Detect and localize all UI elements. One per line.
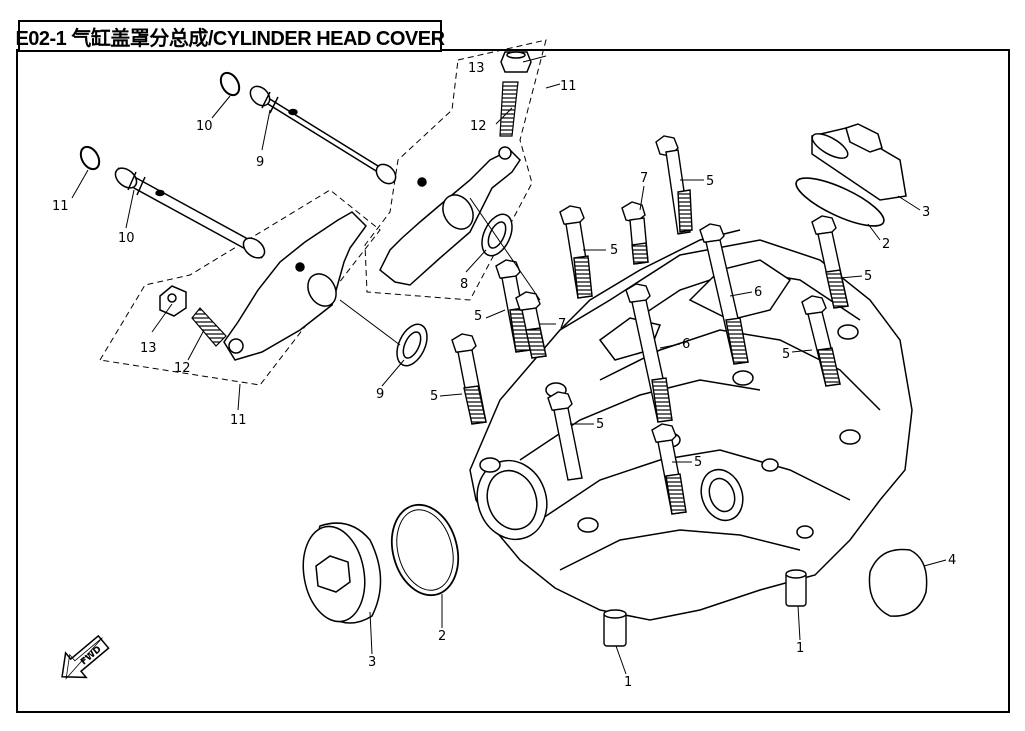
callout-8-upper: 8 [460,277,468,292]
lock-nut-lower [159,285,187,317]
callout-5-center-lower: 5 [596,417,604,432]
callout-12-lower: 12 [174,361,191,376]
adjusting-screw-lower [191,307,227,347]
fwd-arrow-icon: FWD [61,634,110,680]
callout-5-upper-left: 5 [610,243,618,258]
callout-5-mid-left: 5 [474,309,482,324]
page-title: E02-1 气缸盖罩分总成/CYLINDER HEAD COVER [15,27,445,50]
bolt-5-mid-left [495,259,531,353]
callout-3-front: 3 [368,655,376,670]
callout-3-top: 3 [922,205,930,220]
bolt-5-right-upper [811,215,849,309]
callout-labels: 13 11 12 10 9 11 10 13 12 11 8 9 5 7 5 6… [52,61,956,690]
bolt-5-center-lower [547,391,583,481]
o-ring-upper [219,71,241,97]
dowel-pin-right [785,569,807,607]
rocker-arm-assembly-group-lower [99,189,381,386]
filler-cap-front [302,522,382,624]
adjusting-screw-upper [499,81,519,137]
bolt-5-top-center [655,135,693,235]
callout-2-top: 2 [882,237,890,252]
callout-5-left-lower: 5 [430,389,438,404]
callout-9-upper: 9 [256,155,264,170]
callout-11-lower: 11 [230,413,247,428]
filler-cap-top [811,123,907,201]
bolt-5-front-lower [651,423,687,515]
bolt-5-upper-left [559,205,593,299]
callout-4: 4 [948,553,956,568]
callout-6-lower: 6 [682,337,690,352]
callout-7-upper: 7 [640,171,648,186]
callout-7-lower: 7 [558,317,566,332]
callout-10-lower: 11 [52,199,69,214]
rocker-shaft-upper [249,85,397,185]
o-ring-front [390,503,460,597]
bolt-6-upper [699,223,749,365]
rocker-arm-upper [379,146,521,286]
callout-13-upper: 13 [468,61,485,76]
dowel-pin-left [603,609,627,647]
rocker-arm-assembly-group-upper [364,39,547,301]
callout-11-upper: 11 [560,79,577,94]
bolt-6-lower [625,283,673,423]
lock-nut-upper [500,51,532,73]
callout-8-lower: 9 [376,387,384,402]
callout-1-left: 1 [624,675,632,690]
callout-5-right-lower: 5 [782,347,790,362]
cylinder-head-cover-body [469,229,913,621]
callout-2-front: 2 [438,629,446,644]
washer-upper [481,213,513,257]
o-ring-top-right [795,177,885,227]
callout-10-upper: 10 [196,119,213,134]
o-ring-lower [79,145,101,171]
bolt-7-lower [515,291,547,359]
callout-13-lower: 13 [140,341,157,356]
callout-12-upper: 12 [470,119,487,134]
rocker-arm-lower [223,211,367,361]
plug-cap [868,548,928,617]
o-ring-front-inner [396,509,454,591]
bolt-5-right-lower [801,295,841,387]
callout-5-right-upper: 5 [864,269,872,284]
title-box: E02-1 气缸盖罩分总成/CYLINDER HEAD COVER [15,20,445,52]
bolt-5-left-lower [451,333,487,425]
callout-5-front-lower: 5 [694,455,702,470]
callout-1-right: 1 [796,641,804,656]
bolt-7-upper [621,201,649,265]
callout-9-lower: 10 [118,231,135,246]
leader-lines [71,55,947,675]
drawing-frame [16,49,1010,713]
flange-bolts [451,135,849,515]
washer-lower [396,323,428,367]
rocker-shaft-lower [114,167,266,259]
callout-6-upper: 6 [754,285,762,300]
callout-5-top: 5 [706,174,714,189]
